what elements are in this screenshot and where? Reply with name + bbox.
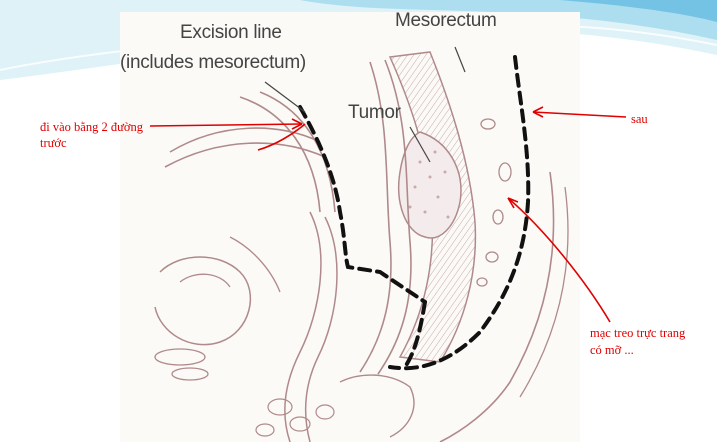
posterior-note: sau xyxy=(631,112,648,126)
mesentery-note-line2: có mỡ ... xyxy=(590,343,634,357)
anterior-note-line2: trước xyxy=(40,136,67,150)
anatomy-figure-card xyxy=(120,12,580,442)
tumor-mass xyxy=(398,131,462,239)
mesorectum-label: Mesorectum xyxy=(395,10,497,31)
excision-line-label-line2: (includes mesorectum) xyxy=(120,52,306,73)
excision-line-anterior xyxy=(298,105,427,304)
pelvis-sagittal-diagram xyxy=(154,46,569,442)
excision-line-label-line1: Excision line xyxy=(180,22,282,43)
tumor-label: Tumor xyxy=(348,102,401,123)
mesentery-note-line1: mạc treo trực trang xyxy=(590,326,686,340)
anterior-note-line1: đi vào bằng 2 đường xyxy=(40,120,143,134)
